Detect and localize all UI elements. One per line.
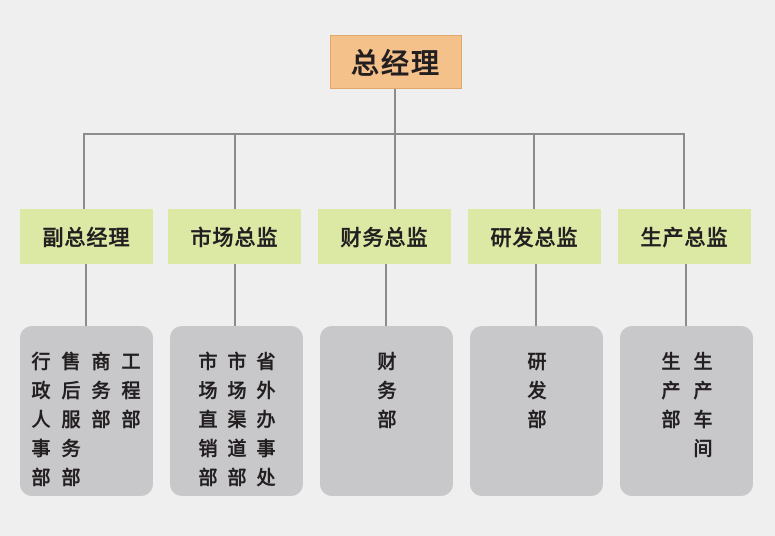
dept-connector-5 (685, 264, 687, 326)
director-connector-2 (234, 133, 236, 209)
director-connector-4 (533, 133, 535, 209)
department-label: 省外办事处 (256, 351, 276, 489)
director-connector-5 (683, 133, 685, 209)
root-connector (394, 89, 396, 134)
dept-connector-4 (535, 264, 537, 326)
department-box-5: 生产部 生产车间 (620, 326, 753, 496)
department-label: 商务部 (91, 351, 111, 431)
department-label: 财务部 (377, 351, 397, 431)
department-label: 市场直销部 (198, 351, 218, 489)
department-label: 市场渠道部 (227, 351, 247, 489)
dept-connector-3 (385, 264, 387, 326)
horizontal-connector (83, 133, 685, 135)
dept-connector-1 (85, 264, 87, 326)
root-node-general-manager: 总经理 (330, 35, 462, 89)
department-label: 工程部 (121, 351, 141, 431)
department-box-4: 研发部 (470, 326, 603, 496)
director-node-2: 市场总监 (168, 209, 301, 264)
department-label: 研发部 (527, 351, 547, 431)
department-label: 行政人事部 (31, 351, 51, 489)
director-node-5: 生产总监 (618, 209, 751, 264)
director-connector-3 (394, 133, 396, 209)
department-label: 生产车间 (693, 351, 713, 460)
department-box-2: 市场直销部 市场渠道部 省外办事处 (170, 326, 303, 496)
director-node-4: 研发总监 (468, 209, 601, 264)
dept-connector-2 (234, 264, 236, 326)
department-label: 售后服务部 (61, 351, 81, 489)
department-box-1: 行政人事部 售后服务部 商务部 工程部 (20, 326, 153, 496)
director-node-3: 财务总监 (318, 209, 451, 264)
director-connector-1 (83, 133, 85, 209)
department-box-3: 财务部 (320, 326, 453, 496)
director-node-1: 副总经理 (20, 209, 153, 264)
department-label: 生产部 (661, 351, 681, 431)
